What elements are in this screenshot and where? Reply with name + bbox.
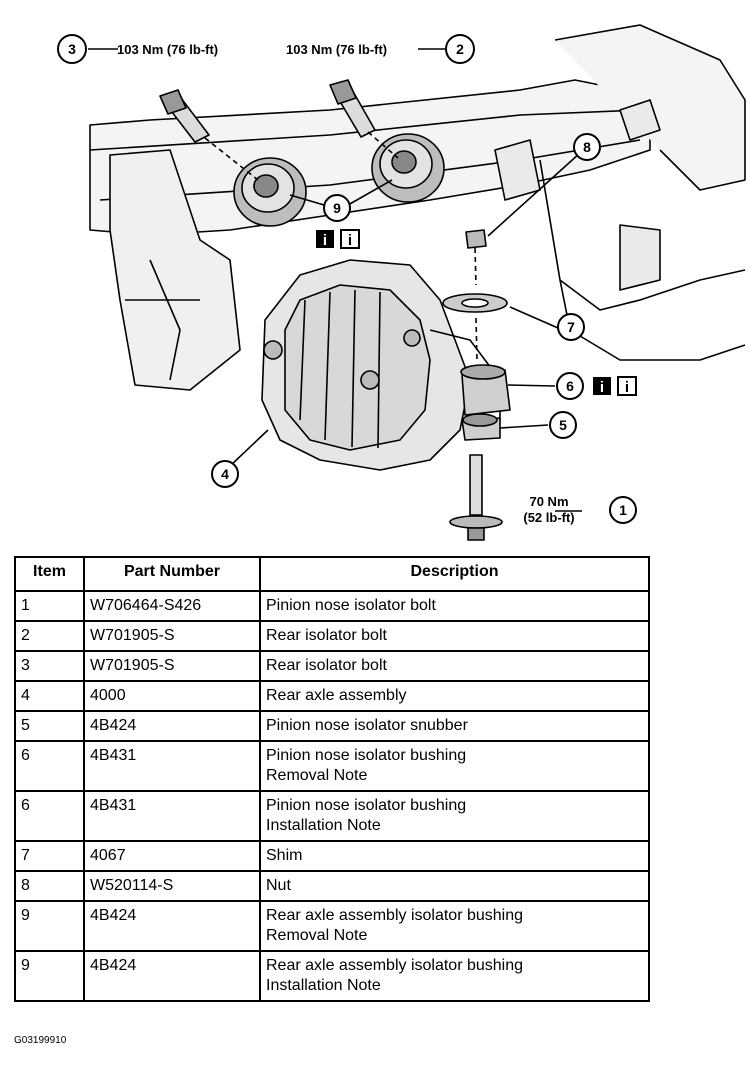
item-cell: 3 [14, 650, 85, 682]
removal-note-link[interactable]: Removal Note [266, 767, 368, 784]
svg-text:4: 4 [221, 466, 229, 482]
description-cell: Shim [259, 840, 650, 872]
part-number-cell: 4B424 [83, 950, 261, 1002]
installation-note-link[interactable]: Installation Note [266, 817, 381, 834]
table-row: 3 W701905-S Rear isolator bolt [14, 650, 650, 682]
item-cell: 7 [14, 840, 85, 872]
part-number-cell: 4067 [83, 840, 261, 872]
header-part-number: Part Number [83, 556, 261, 592]
callout-4: 4 [211, 460, 239, 488]
table-row: 8 W520114-S Nut [14, 870, 650, 902]
description-cell: Pinion nose isolator bolt [259, 590, 650, 622]
item-cell: 5 [14, 710, 85, 742]
item-cell: 1 [14, 590, 85, 622]
part-number-cell: W520114-S [83, 870, 261, 902]
part-number-cell: 4B431 [83, 740, 261, 792]
exploded-diagram: 3 103 Nm (76 lb-ft) 103 Nm (76 lb-ft) 2 … [57, 24, 746, 541]
callout-7: 7 [557, 313, 585, 341]
part-number-cell: 4B424 [83, 900, 261, 952]
description-cell: Rear axle assembly [259, 680, 650, 712]
removal-note-link[interactable]: Removal Note [266, 927, 368, 944]
part-number-cell: 4000 [83, 680, 261, 712]
torque-label-1-nm: 70 Nm [529, 494, 568, 509]
svg-text:i: i [625, 379, 629, 396]
header-item: Item [14, 556, 85, 592]
part-number-cell: 4B424 [83, 710, 261, 742]
table-row: 9 4B424 Rear axle assembly isolator bush… [14, 900, 650, 952]
callout-5: 5 [549, 411, 577, 439]
item-cell: 2 [14, 620, 85, 652]
parts-table: Item Part Number Description 1 W706464-S… [14, 556, 650, 1002]
table-row: 5 4B424 Pinion nose isolator snubber [14, 710, 650, 742]
svg-text:2: 2 [456, 41, 464, 57]
callout-3: 3 [57, 34, 87, 64]
item-cell: 9 [14, 900, 85, 952]
part-number-cell: W701905-S [83, 620, 261, 652]
torque-label-3: 103 Nm (76 lb-ft) [117, 42, 218, 57]
item-cell: 6 [14, 790, 85, 842]
description-cell: Rear isolator bolt [259, 650, 650, 682]
item-cell: 4 [14, 680, 85, 712]
figure-id: G03199910 [14, 1035, 67, 1046]
svg-text:6: 6 [566, 378, 574, 394]
item-cell: 9 [14, 950, 85, 1002]
callout-1: 1 [609, 496, 637, 524]
info-icons-9: i i [316, 229, 360, 249]
part-number-cell: W701905-S [83, 650, 261, 682]
table-row: 2 W701905-S Rear isolator bolt [14, 620, 650, 652]
subframe-linework [88, 24, 746, 541]
callout-2: 2 [445, 34, 475, 64]
table-row: 4 4000 Rear axle assembly [14, 680, 650, 712]
part-number-cell: W706464-S426 [83, 590, 261, 622]
info-icons-6: i i [593, 376, 637, 396]
svg-text:i: i [348, 232, 352, 249]
item-cell: 6 [14, 740, 85, 792]
table-row: 7 4067 Shim [14, 840, 650, 872]
part-number-cell: 4B431 [83, 790, 261, 842]
item-cell: 8 [14, 870, 85, 902]
torque-label-1-lbft: (52 lb-ft) [523, 510, 574, 525]
description-cell: Pinion nose isolator snubber [259, 710, 650, 742]
table-header-row: Item Part Number Description [14, 556, 650, 592]
svg-text:i: i [323, 232, 327, 249]
description-cell: Nut [259, 870, 650, 902]
svg-text:8: 8 [583, 139, 591, 155]
svg-text:9: 9 [333, 200, 341, 216]
table-row: 1 W706464-S426 Pinion nose isolator bolt [14, 590, 650, 622]
svg-text:1: 1 [619, 502, 627, 518]
svg-text:3: 3 [68, 41, 76, 57]
header-description: Description [259, 556, 650, 592]
callout-6: 6 [556, 372, 584, 400]
svg-text:7: 7 [567, 319, 575, 335]
svg-text:i: i [600, 379, 604, 396]
svg-text:5: 5 [559, 417, 567, 433]
installation-note-link[interactable]: Installation Note [266, 977, 381, 994]
table-row: 9 4B424 Rear axle assembly isolator bush… [14, 950, 650, 1002]
description-cell: Rear isolator bolt [259, 620, 650, 652]
torque-label-2: 103 Nm (76 lb-ft) [286, 42, 387, 57]
callout-9: 9 [323, 194, 351, 222]
callout-8: 8 [573, 133, 601, 161]
